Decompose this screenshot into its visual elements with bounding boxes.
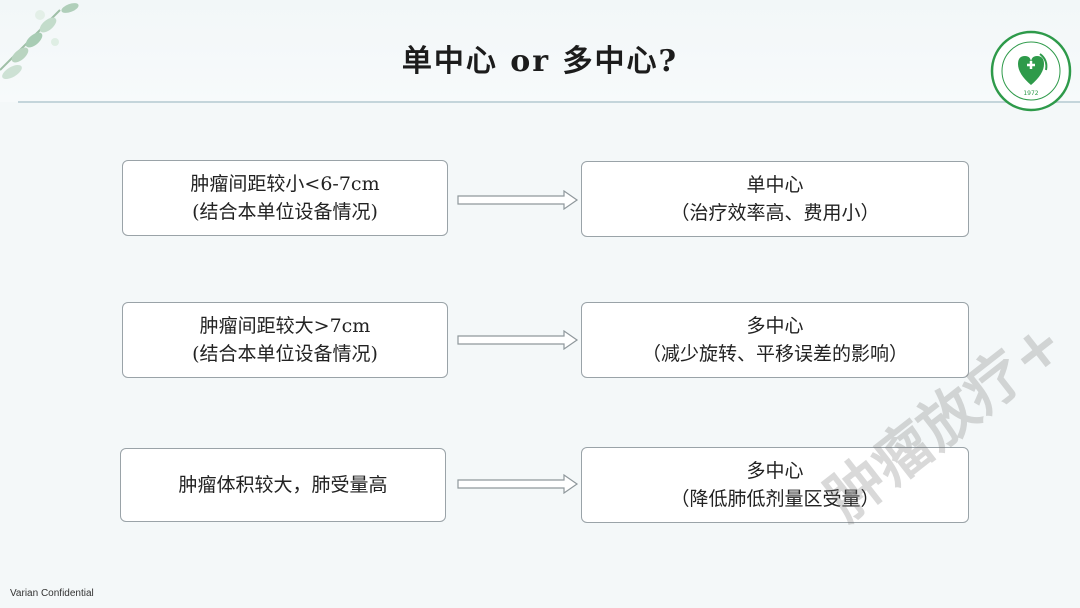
result-box-2: 多中心 （减少旋转、平移误差的影响） [581, 302, 969, 378]
right-arrow-icon [456, 330, 580, 350]
condition-line: 肿瘤体积较大，肺受量高 [178, 471, 387, 499]
logo-year: 1972 [1023, 90, 1038, 97]
right-arrow-icon [456, 190, 580, 210]
result-box-1: 单中心 （治疗效率高、费用小） [581, 161, 969, 237]
result-line: （减少旋转、平移误差的影响） [642, 340, 908, 368]
condition-line: (结合本单位设备情况) [192, 340, 378, 368]
condition-line: 肿瘤间距较小<6-7cm [190, 170, 379, 198]
result-line: 多中心 [746, 312, 803, 340]
condition-box-2: 肿瘤间距较大>7cm (结合本单位设备情况) [122, 302, 448, 378]
right-arrow-icon [456, 474, 580, 494]
result-line: 多中心 [746, 457, 803, 485]
result-line: （治疗效率高、费用小） [670, 199, 879, 227]
condition-line: 肿瘤间距较大>7cm [200, 312, 371, 340]
hospital-logo-icon: 1972 [990, 30, 1072, 112]
condition-box-1: 肿瘤间距较小<6-7cm (结合本单位设备情况) [122, 160, 448, 236]
header-rule [18, 101, 1080, 103]
footer-confidential: Varian Confidential [10, 588, 94, 599]
result-line: 单中心 [746, 171, 803, 199]
condition-line: (结合本单位设备情况) [192, 198, 378, 226]
slide-title: 单中心 or 多中心? [0, 36, 1080, 80]
condition-box-3: 肿瘤体积较大，肺受量高 [120, 448, 446, 522]
